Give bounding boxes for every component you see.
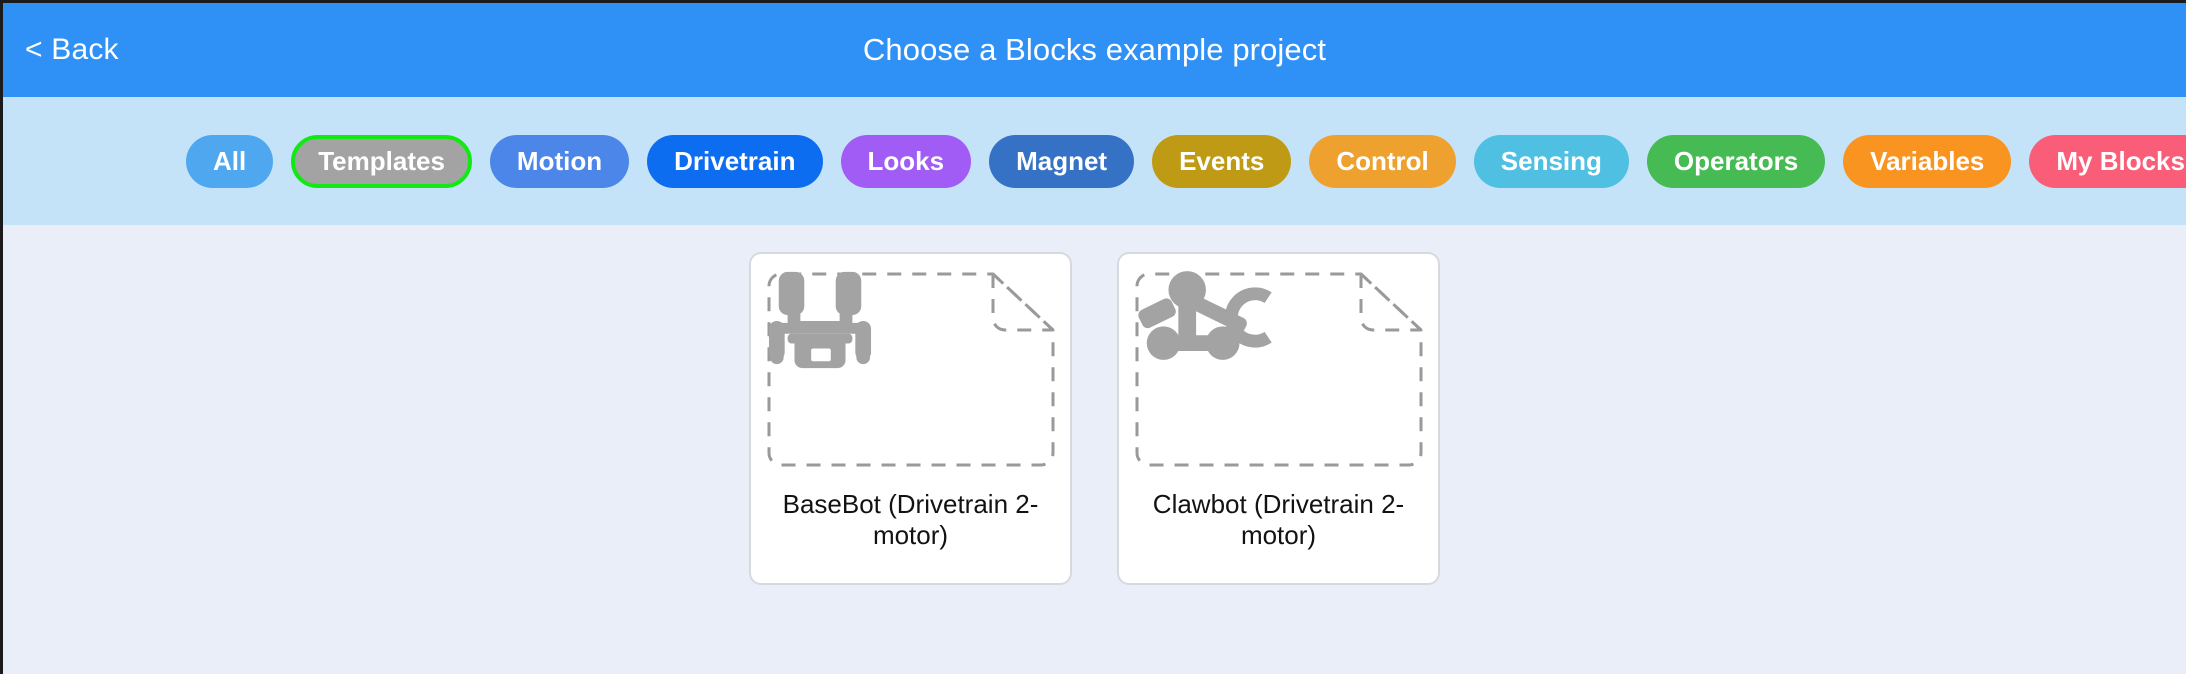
- filter-pill-operators[interactable]: Operators: [1646, 134, 1826, 188]
- basebot-robot-icon: [768, 271, 871, 369]
- project-card-grid: BaseBot (Drivetrain 2-motor) Clawbot (Dr…: [3, 252, 2186, 585]
- clawbot-robot-icon: [1137, 271, 1272, 360]
- project-card[interactable]: Clawbot (Drivetrain 2-motor): [1117, 252, 1440, 585]
- filter-pill-magnet[interactable]: Magnet: [989, 134, 1135, 188]
- filter-pill-drivetrain[interactable]: Drivetrain: [647, 134, 823, 188]
- filter-pill-sensing[interactable]: Sensing: [1473, 134, 1629, 188]
- filter-pill-looks[interactable]: Looks: [840, 134, 972, 188]
- category-filter-bar: All Templates Motion Drivetrain Looks Magnet E…: [3, 97, 2186, 225]
- filter-pill-events[interactable]: Events: [1152, 134, 1292, 188]
- filter-pill-motion[interactable]: Motion: [489, 134, 630, 188]
- dashed-document-frame-icon: [767, 272, 1054, 467]
- project-card-title: Clawbot (Drivetrain 2-motor): [1152, 489, 1405, 550]
- filter-pill-variables[interactable]: Variables: [1843, 134, 2012, 188]
- filter-pill-all[interactable]: All: [186, 134, 274, 188]
- project-thumbnail: [1129, 266, 1429, 473]
- project-card[interactable]: BaseBot (Drivetrain 2-motor): [749, 252, 1072, 585]
- project-content-area: BaseBot (Drivetrain 2-motor) Clawbot (Dr…: [3, 225, 2186, 674]
- dashed-document-frame-icon: [1135, 272, 1422, 467]
- page-title: Choose a Blocks example project: [862, 32, 1327, 67]
- project-thumbnail: [761, 266, 1061, 473]
- filter-pill-templates[interactable]: Templates: [291, 134, 472, 188]
- filter-pill-control[interactable]: Control: [1309, 134, 1456, 188]
- filter-pill-my-blocks[interactable]: My Blocks: [2029, 134, 2186, 188]
- back-button[interactable]: < Back: [25, 33, 119, 66]
- project-card-title: BaseBot (Drivetrain 2-motor): [782, 489, 1039, 550]
- header-bar: < Back Choose a Blocks example project: [3, 3, 2186, 97]
